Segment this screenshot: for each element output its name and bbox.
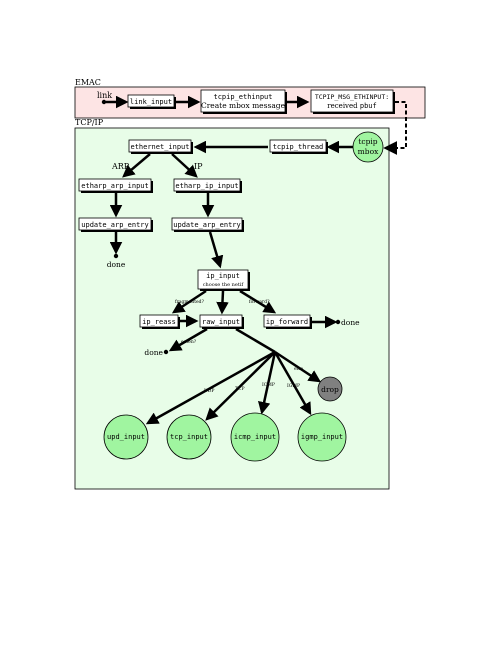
msg-code: TCPIP_MSG_ETHINPUT:	[315, 93, 389, 101]
edge-demux-to-udp	[145, 350, 276, 425]
edge-demux-to-igmp	[273, 351, 312, 416]
udp-input-circle[interactable]	[103, 414, 149, 460]
edge-ethernet-to-ip	[171, 153, 198, 178]
update-arp-entry-2-box[interactable]	[171, 217, 243, 231]
done-2-label: done	[341, 318, 360, 327]
edge-ethernet-to-arp	[122, 153, 151, 178]
edge-ip-input-to-reass	[171, 289, 207, 314]
drop-circle[interactable]	[317, 376, 343, 402]
udp-input-label: upd_input	[107, 433, 145, 441]
ip-forward-box[interactable]	[263, 314, 311, 328]
ip-reass-label: ip_reass	[142, 318, 176, 326]
eaten-label: eaten?	[181, 339, 197, 345]
edge-demux-to-tcp	[205, 351, 276, 421]
edge-raw-to-demux	[235, 327, 276, 354]
drop-label: drop	[321, 385, 339, 394]
tcp-input-label: tcp_input	[170, 433, 208, 441]
ip-label: IP	[194, 162, 203, 171]
igmp-label: IGMP	[287, 383, 300, 389]
msg-desc-code: pbuf	[360, 102, 377, 110]
etharp-ip-input-label: etharp_ip_input	[175, 182, 238, 190]
tcp-input-circle[interactable]	[166, 414, 212, 460]
ethernet-input-box[interactable]	[128, 139, 192, 153]
ip-input-box[interactable]	[197, 269, 249, 290]
else-label: else	[294, 366, 303, 372]
raw-input-label: raw_input	[202, 318, 240, 326]
link-label: link	[97, 91, 112, 100]
igmp-input-label: igmp_input	[301, 433, 343, 441]
etharp-arp-input-label: etharp_arp_input	[81, 182, 148, 190]
ethinput-box[interactable]	[200, 89, 286, 113]
emac-title: EMAC	[75, 78, 101, 87]
msg-desc-text: received	[327, 102, 358, 110]
icmp-label: ICMP	[262, 382, 275, 388]
edge-msg-to-mbox	[383, 101, 407, 155]
done-1-dot	[113, 253, 119, 259]
etharp-arp-input-box[interactable]	[78, 178, 152, 192]
arp-label: ARP	[111, 162, 130, 171]
edge-ip-input-to-raw	[216, 290, 229, 315]
thread-label: tcpip_thread	[273, 143, 324, 151]
done-1-label: done	[107, 260, 126, 269]
done-2-dot	[335, 319, 341, 325]
udp-label: UDP	[204, 388, 214, 394]
edge-demux-to-drop	[274, 350, 322, 383]
link-input-box[interactable]	[127, 94, 175, 108]
mbox-line1: tcpip	[358, 137, 377, 146]
icmp-input-circle[interactable]	[230, 412, 280, 462]
ip-input-code: ip_input	[206, 272, 240, 280]
raw-input-box[interactable]	[199, 314, 243, 328]
link-input-label: link_input	[130, 98, 172, 106]
ethernet-input-label: ethernet_input	[130, 143, 189, 151]
msg-desc: received pbuf	[327, 102, 376, 110]
ip-input-desc: choose the netif	[203, 282, 245, 288]
tcpip-title: TCP/IP	[75, 118, 104, 127]
ethinput-desc: Create mbox message	[201, 101, 286, 110]
icmp-input-label: icmp_input	[234, 433, 276, 441]
edge-ip-input-to-forward	[239, 289, 277, 314]
tcp-label: TCP	[235, 386, 244, 392]
edge-demux-to-icmp	[258, 351, 277, 415]
thread-box[interactable]	[269, 139, 327, 153]
update-arp-entry-1-label: update_arp_entry	[81, 221, 148, 229]
edge-raw-to-done	[168, 327, 208, 352]
ip-reass-box[interactable]	[139, 314, 179, 328]
ip-forward-label: ip_forward	[266, 318, 308, 326]
edge-update2-to-ip-input	[208, 231, 224, 269]
msg-box[interactable]	[310, 89, 394, 113]
done-3-dot	[163, 349, 169, 355]
fragmented-label: fragmented?	[175, 299, 205, 305]
update-arp-entry-1-box[interactable]	[78, 217, 152, 231]
forward-label: forward?	[249, 299, 270, 305]
igmp-input-circle[interactable]	[297, 412, 347, 462]
mbox-line2: mbox	[358, 147, 379, 156]
ethinput-code: tcpip_ethinput	[213, 93, 272, 101]
etharp-ip-input-box[interactable]	[173, 178, 241, 192]
update-arp-entry-2-label: update_arp_entry	[173, 221, 240, 229]
link-dot	[101, 99, 107, 105]
done-3-label: done	[144, 348, 163, 357]
